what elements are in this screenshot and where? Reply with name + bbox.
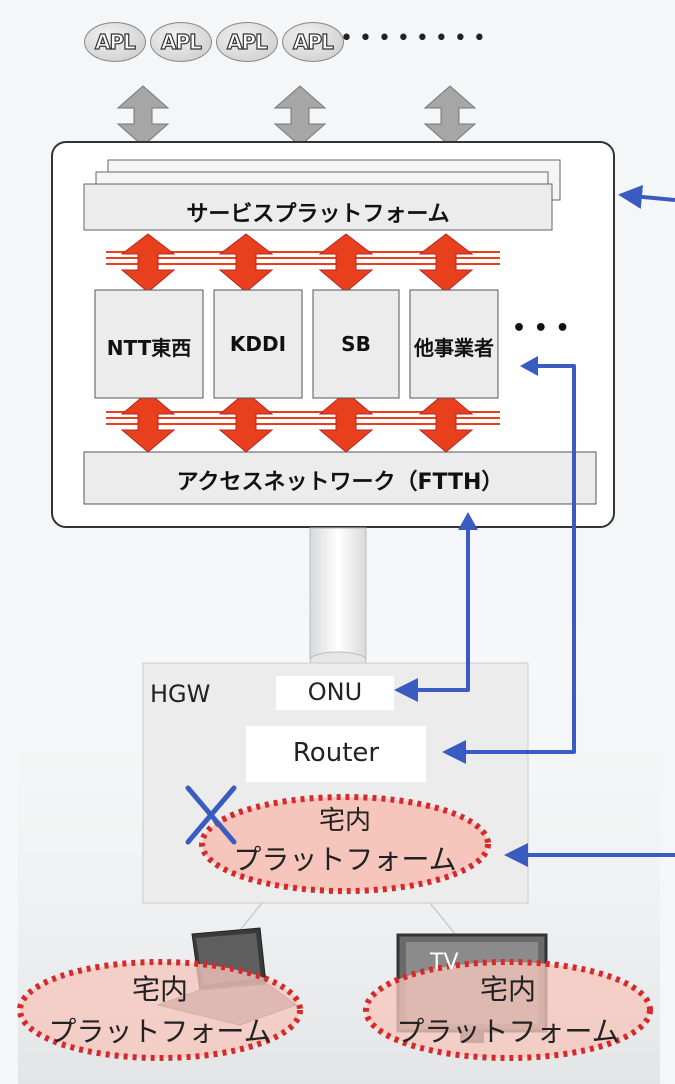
blue-arrowhead-carriers-left [520, 356, 538, 376]
tv-home-platform-line1: 宅内 [479, 973, 536, 1006]
blue-arrow-router-carriers [442, 364, 576, 764]
tv-home-platform-line2: プラットフォーム [396, 1015, 620, 1048]
laptop-home-platform-ellipse [17, 959, 303, 1061]
laptop-home-platform-line2: プラットフォーム [48, 1015, 272, 1048]
hgw-home-platform-ellipse [199, 794, 491, 894]
blue-arrowhead-access-up [458, 512, 478, 530]
tv-home-platform-ellipse [363, 959, 653, 1061]
laptop-home-platform-line1: 宅内 [131, 973, 188, 1006]
apl-icon-1: APL [84, 22, 146, 62]
apl-ellipsis: •••••••• [340, 26, 492, 51]
apl-arrow-2 [273, 85, 327, 147]
onu-label: ONU [307, 678, 363, 706]
carrier-label-3: SB [341, 332, 371, 356]
access-network-box [83, 451, 597, 505]
blue-arrow-service-platform [618, 184, 675, 209]
carrier-box-1 [94, 289, 204, 399]
carrier-box-4 [409, 289, 499, 399]
carrier-label-1: NTT東西 [106, 336, 192, 360]
apl-arrow-1 [116, 85, 170, 147]
apl-arrow-3 [423, 85, 477, 147]
carriers-ellipsis: • • • [512, 316, 570, 341]
hgw-label: HGW [150, 680, 211, 708]
hgw-home-platform-line2: プラットフォーム [233, 843, 457, 876]
carrier-label-4: 他事業者 [414, 336, 494, 360]
apl-icon-4: APL [282, 22, 344, 62]
router-label: Router [292, 738, 380, 768]
onu-box [276, 676, 394, 710]
router-box [246, 726, 426, 782]
blue-x-mark [185, 785, 237, 845]
fiber-cylinder [309, 527, 367, 669]
apl-icon-3: APL [216, 22, 278, 62]
carrier-box-3 [312, 289, 400, 399]
tv-label: TV [430, 950, 459, 975]
apl-icon-2: APL [150, 22, 212, 62]
access-network-label: アクセスネットワーク（FTTH） [176, 470, 504, 495]
blue-arrow-onu-access [394, 524, 470, 702]
carrier-label-2: KDDI [229, 332, 287, 356]
carrier-box-2 [213, 289, 303, 399]
service-platform-label: サービスプラットフォーム [186, 202, 450, 227]
hgw-home-platform-line1: 宅内 [318, 806, 371, 836]
